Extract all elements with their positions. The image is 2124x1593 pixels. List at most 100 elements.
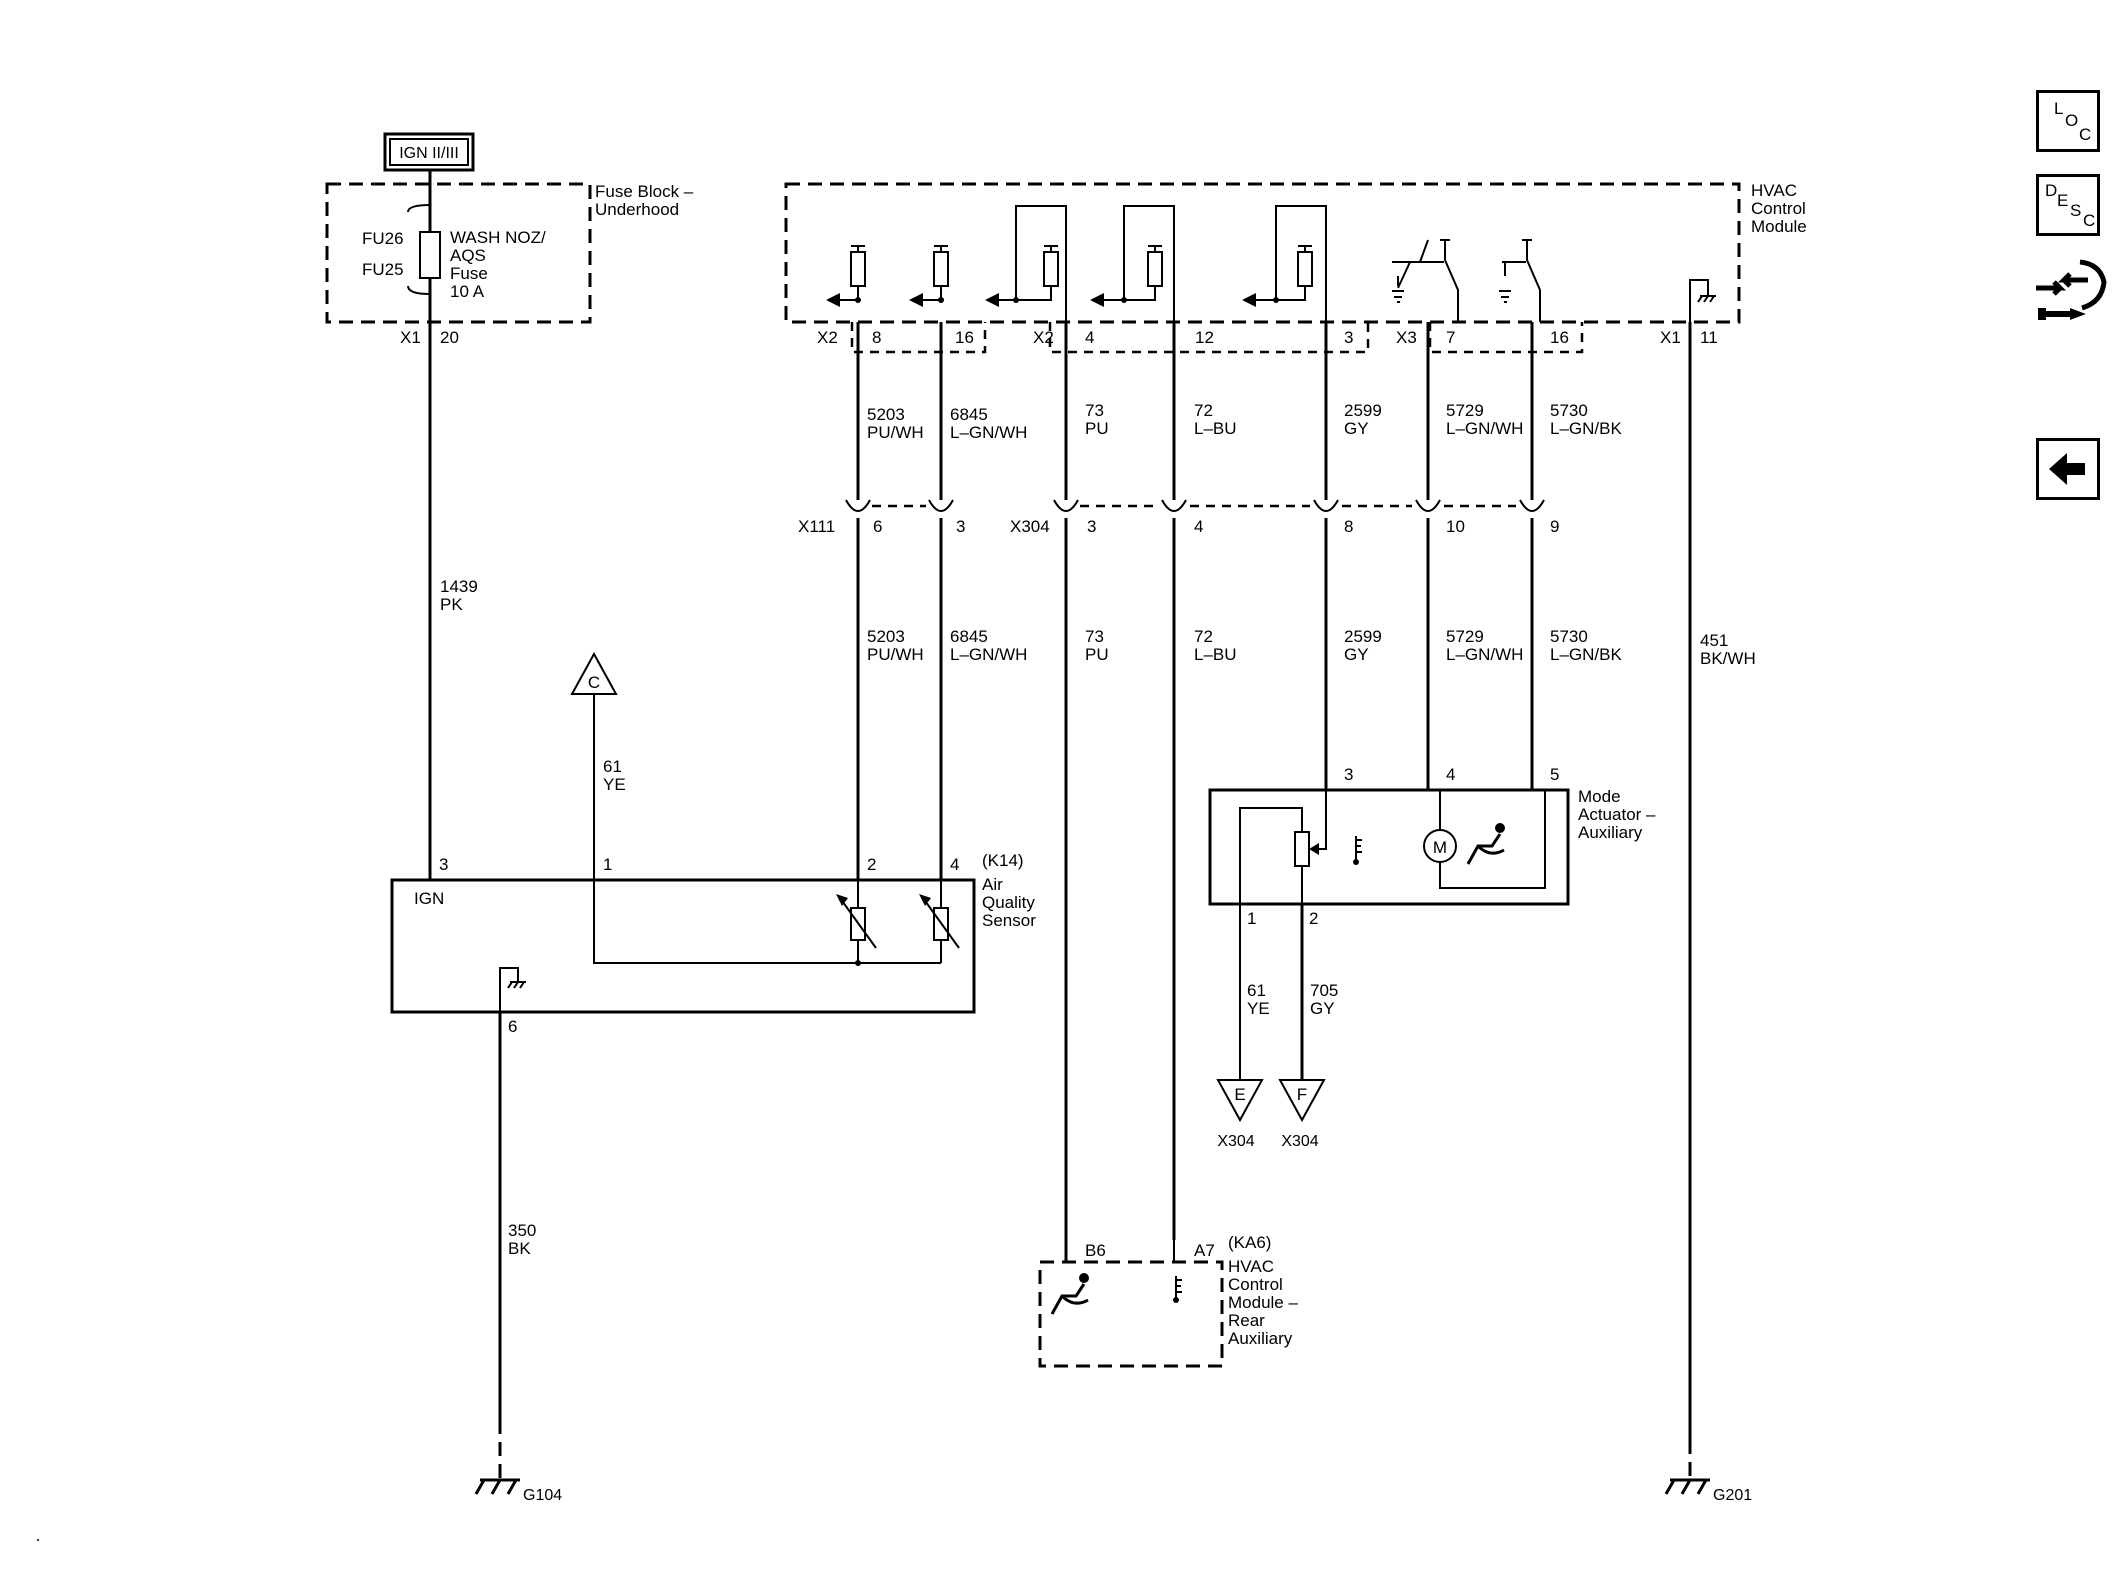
triangle-c-label: C xyxy=(588,673,600,692)
wire-73-color-lower: PU xyxy=(1085,645,1109,664)
x304-pin-3: 3 xyxy=(1087,517,1096,536)
connector-ref-c: C 61 YE xyxy=(570,651,626,960)
wire-705-color: GY xyxy=(1310,999,1335,1018)
x111-pin-3: 3 xyxy=(956,517,965,536)
wire-451-number: 451 xyxy=(1700,631,1728,650)
fuse-block-underhood: Fuse Block – Underhood FU26 FU25 WASH NO… xyxy=(325,170,694,347)
ma-pin-3: 3 xyxy=(1344,765,1353,784)
fuse-block-title: Fuse Block – xyxy=(595,182,694,201)
wire-72-number-lower: 72 xyxy=(1194,627,1213,646)
connector-tools-icon xyxy=(2036,259,2107,320)
hvac-pin-3: 3 xyxy=(1344,328,1353,347)
desc-letter-d: D xyxy=(2045,181,2058,200)
fuse-name-line1: WASH NOZ/ xyxy=(450,228,546,247)
pin-a7: A7 xyxy=(1194,1241,1215,1260)
g104-label: G104 xyxy=(523,1487,562,1504)
wire-5203-color-lower: PU/WH xyxy=(867,645,924,664)
wire-61b-color: YE xyxy=(1247,999,1270,1018)
location-button[interactable]: L O C xyxy=(2036,90,2100,152)
x304-f-label: X304 xyxy=(1281,1133,1318,1150)
wire-2599-number: 2599 xyxy=(1344,401,1382,420)
x304-pin-9: 9 xyxy=(1550,517,1559,536)
rear-title-5: Auxiliary xyxy=(1228,1329,1293,1348)
ma-title-3: Auxiliary xyxy=(1578,823,1643,842)
wire-5730-color: L–GN/BK xyxy=(1550,419,1622,438)
wire-5729-number-lower: 5729 xyxy=(1446,627,1484,646)
aqs-pin-4: 4 xyxy=(950,855,959,874)
wire-1439-number: 1439 xyxy=(440,577,478,596)
connector-x3: X3 xyxy=(1396,328,1417,347)
ign-power-source: IGN II/III xyxy=(383,132,475,172)
wire-2599-color-lower: GY xyxy=(1344,645,1369,664)
loc-letter-l: L xyxy=(2054,99,2064,118)
loc-letter-o: O xyxy=(2065,111,2079,130)
wire-72-color-lower: L–BU xyxy=(1194,645,1237,664)
hvac-pin-8: 8 xyxy=(872,328,881,347)
wire-73-color: PU xyxy=(1085,419,1109,438)
wires-upper: 5203 PU/WH 6845 L–GN/WH 73 PU 72 L–BU 25… xyxy=(856,322,1692,1440)
x304-pin-4: 4 xyxy=(1194,517,1203,536)
connector-x2-a: X2 xyxy=(817,328,838,347)
rear-title-2: Control xyxy=(1228,1275,1283,1294)
aqs-title-3: Sensor xyxy=(982,911,1036,930)
wire-5203-color: PU/WH xyxy=(867,423,924,442)
aqs-pin-6: 6 xyxy=(508,1017,517,1036)
wire-5729-color-lower: L–GN/WH xyxy=(1446,645,1523,664)
fu25-label: FU25 xyxy=(362,260,404,279)
triangle-f-label: F xyxy=(1297,1085,1307,1104)
connector-ref-e: E X304 xyxy=(1216,1079,1264,1150)
arrow-left-icon xyxy=(2049,453,2085,485)
hvac-pin-4: 4 xyxy=(1085,328,1094,347)
connector-ref-f: F X304 xyxy=(1278,1079,1326,1150)
wire-5730-number: 5730 xyxy=(1550,401,1588,420)
ma-pin-2: 2 xyxy=(1309,909,1318,928)
wire-451-color: BK/WH xyxy=(1700,649,1756,668)
wire-1439-color: PK xyxy=(440,595,463,614)
connector-x1-fuse: X1 xyxy=(400,328,421,347)
wire-72-color: L–BU xyxy=(1194,419,1237,438)
x111-pin-6: 6 xyxy=(873,517,882,536)
hvac-pin-16b: 16 xyxy=(1550,328,1569,347)
hvac-control-module: HVAC Control Module xyxy=(784,181,1807,354)
hvac-title-1: HVAC xyxy=(1751,181,1797,200)
pin-20: 20 xyxy=(440,328,459,347)
wires-lower: 5203 PU/WH 6 8 4 5 L–GN/WH 73 PU 72 L–BU 2 5… xyxy=(856,518,1756,1240)
wire-5730-number-lower: 5730 xyxy=(1550,627,1588,646)
wire-5203-number-lower: 5203 xyxy=(867,627,905,646)
wire-5203-number: 5203 xyxy=(867,405,905,424)
wire-6845-color-lower: L–GN/WH xyxy=(950,645,1027,664)
wire-350-number: 350 xyxy=(508,1221,536,1240)
aqs-ign-label: IGN xyxy=(414,889,444,908)
ma-pin-4: 4 xyxy=(1446,765,1455,784)
aqs-pin-2: 2 xyxy=(867,855,876,874)
aqs-title-1: Air xyxy=(982,875,1003,894)
wire-705-number: 705 xyxy=(1310,981,1338,1000)
back-button[interactable] xyxy=(2036,438,2100,500)
wire-61b-number: 61 xyxy=(1247,981,1266,1000)
ma-pin-5: 5 xyxy=(1550,765,1559,784)
hvac-pin-11: 11 xyxy=(1700,328,1718,347)
connector-tools-button[interactable] xyxy=(2030,252,2110,336)
wire-73-number-lower: 73 xyxy=(1085,627,1104,646)
hvac-pin-7: 7 xyxy=(1446,328,1455,347)
rear-title-4: Rear xyxy=(1228,1311,1265,1330)
desc-letter-c: C xyxy=(2083,211,2096,230)
hvac-pin-16a: 16 xyxy=(955,328,974,347)
description-button[interactable]: D E S C xyxy=(2036,174,2100,236)
wire-5730-color-lower: L–GN/BK xyxy=(1550,645,1622,664)
hvac-module-rear-auxiliary: B6 A7 (KA6) HVAC Control Module – Rear A… xyxy=(1038,1233,1298,1368)
ma-title-2: Actuator – xyxy=(1578,805,1656,824)
fu26-label: FU26 xyxy=(362,229,404,248)
wire-6845-number: 6845 xyxy=(950,405,988,424)
hvac-title-3: Module xyxy=(1751,217,1807,236)
aqs-pin-1: 1 xyxy=(603,855,612,874)
wire-6845-color: L–GN/WH xyxy=(950,423,1027,442)
loc-letter-c: C xyxy=(2079,125,2092,144)
aqs-ref: (K14) xyxy=(982,851,1024,870)
connector-x1-hvac: X1 xyxy=(1660,328,1681,347)
connector-x304: X304 xyxy=(1010,517,1050,536)
x304-pin-8: 8 xyxy=(1344,517,1353,536)
ma-pin-1: 1 xyxy=(1247,909,1256,928)
motor-m: M xyxy=(1433,838,1447,857)
wire-72-number: 72 xyxy=(1194,401,1213,420)
